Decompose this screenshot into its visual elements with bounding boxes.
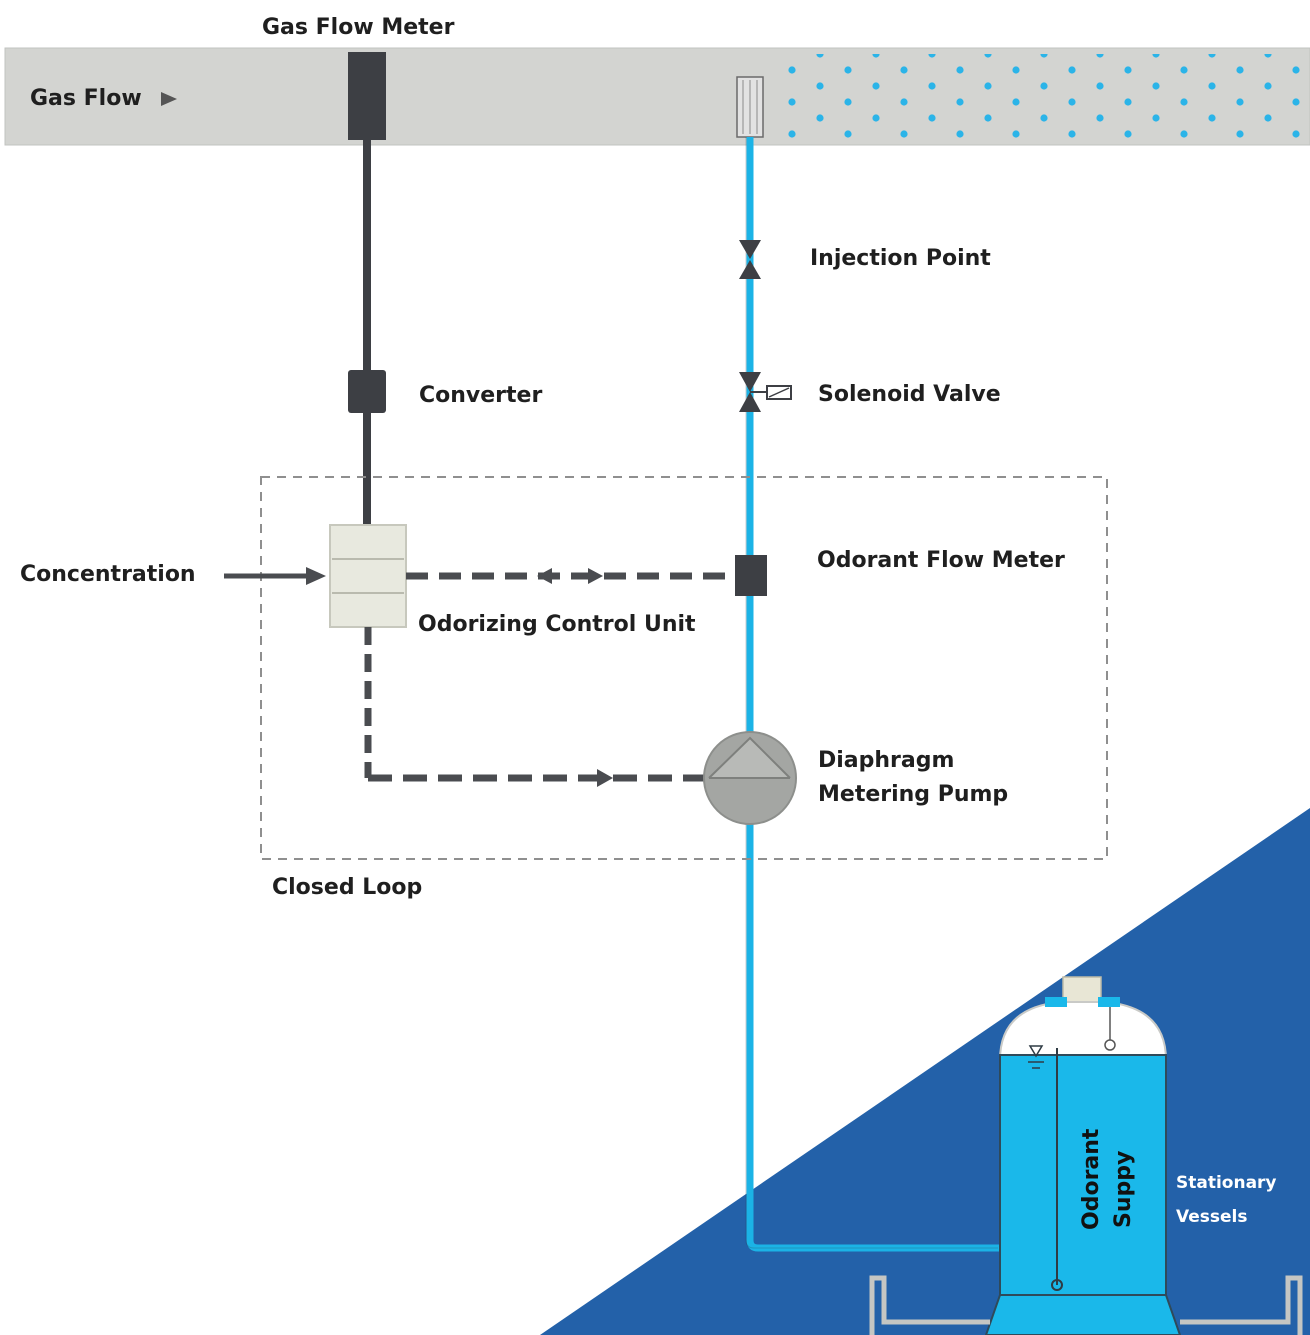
- vessel-stand-right: [1180, 1275, 1303, 1335]
- solenoid-valve: [739, 372, 761, 392]
- gas-flow-meter: [348, 52, 386, 140]
- odorant-supply-label-line1: Odorant: [1079, 1128, 1104, 1230]
- odorant-supply-vessel: [984, 976, 1182, 1335]
- arrow-right-icon: [597, 769, 613, 787]
- triangle-right-icon: [161, 92, 177, 106]
- gas-flow-meter-label: Gas Flow Meter: [262, 15, 455, 40]
- odorant-flow-meter: [735, 555, 767, 596]
- stationary-vessels-label-line1: Stationary: [1176, 1173, 1277, 1193]
- converter: [348, 370, 386, 413]
- gas-flow-label: Gas Flow: [30, 86, 142, 111]
- stationary-vessels-label-line2: Vessels: [1176, 1207, 1247, 1227]
- solenoid-valve-label: Solenoid Valve: [818, 382, 1001, 407]
- arrowhead-icon: [306, 567, 326, 585]
- injection-point-label: Injection Point: [810, 246, 991, 271]
- concentration-label: Concentration: [20, 562, 196, 587]
- odorizing-control-unit: [329, 524, 407, 628]
- odorant-line: [746, 137, 1002, 1252]
- vessel-stand-left: [869, 1275, 990, 1335]
- arrow-left-icon: [537, 568, 552, 584]
- corner-background: [540, 808, 1310, 1335]
- closed-loop-label: Closed Loop: [272, 875, 422, 900]
- odorant-supply-label-line2: Suppy: [1111, 1151, 1136, 1228]
- closed-loop-boundary: [260, 476, 1108, 860]
- diaphragm-pump-label-line1: Diaphragm: [818, 748, 954, 773]
- converter-signal-line: [363, 413, 371, 525]
- odorizing-control-unit-label: Odorizing Control Unit: [418, 612, 696, 637]
- injection-point-valve: [739, 240, 761, 259]
- meter-signal-line: [363, 140, 371, 372]
- odorant-dispersion-dots: [770, 54, 1310, 140]
- arrow-right-icon: [588, 568, 603, 584]
- diaphragm-pump-label-line2: Metering Pump: [818, 782, 1008, 807]
- converter-label: Converter: [419, 383, 542, 408]
- odorant-flow-meter-label: Odorant Flow Meter: [817, 548, 1065, 573]
